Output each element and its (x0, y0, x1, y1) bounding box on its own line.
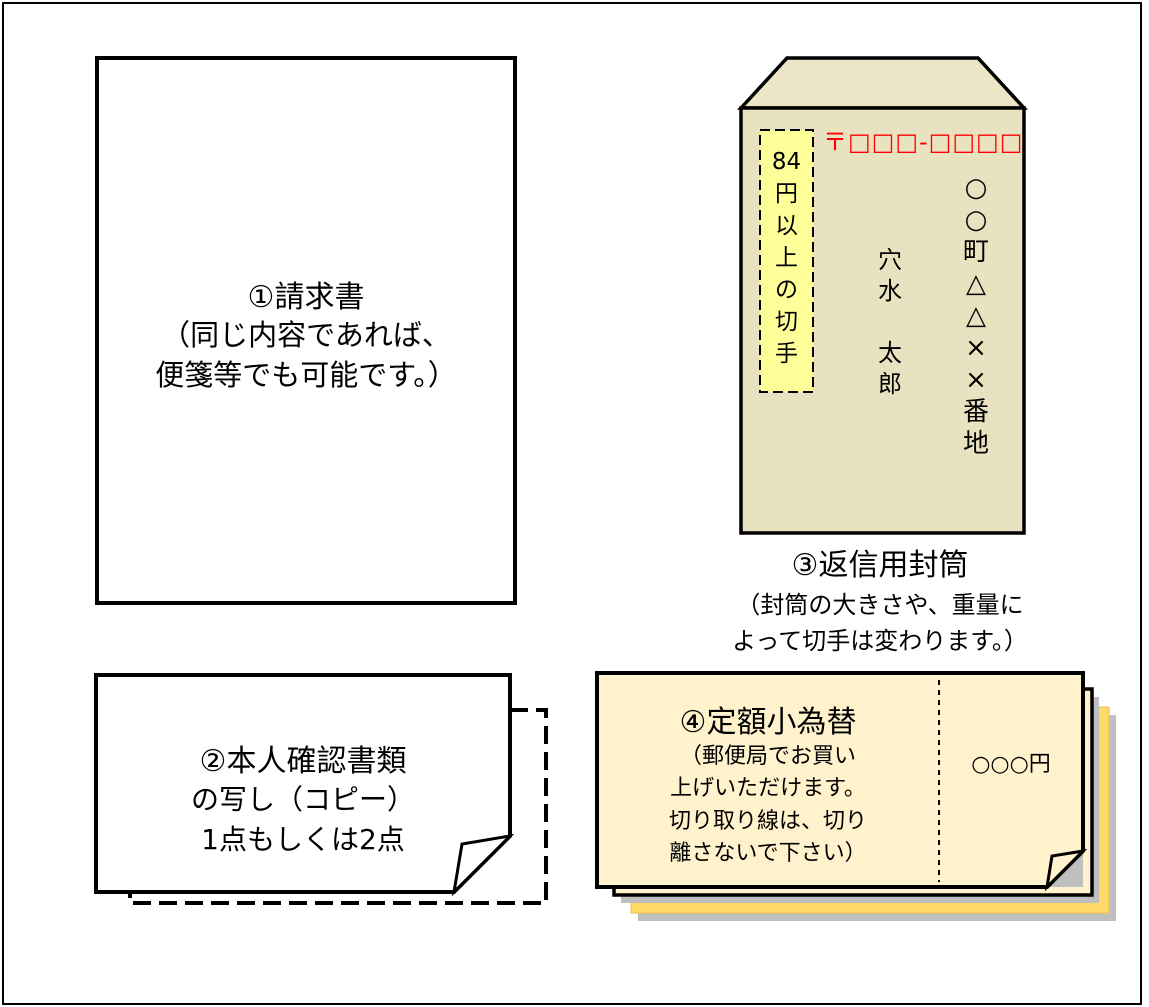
stamp-char: 上 (775, 245, 798, 271)
address-char: △ (966, 301, 986, 331)
stamp-char: 切 (775, 309, 798, 335)
envelope-postal-code: 〒□□□-□□□□ (823, 128, 1024, 156)
address-char: ○ (964, 205, 988, 235)
address-char: 町 (962, 237, 989, 267)
request-form-note-line1: （同じ内容であれば、 (161, 318, 451, 352)
envelope-flap (737, 56, 1028, 110)
stamp-label: 84 円 以 上 の 切 手 (760, 146, 813, 370)
address-char: × (965, 333, 987, 363)
envelope-note-line1: （封筒の大きさや、重量に (736, 591, 1024, 619)
recipient-name-char: 郎 (878, 370, 902, 398)
money-order-title: ④定額小為替 (679, 705, 857, 740)
recipient-name-char: 太 (878, 339, 902, 367)
money-order-amount: ○○○円 (971, 752, 1051, 777)
request-form-sheet (95, 56, 517, 605)
stamp-char: の (775, 277, 798, 303)
money-order-note-line4: 離さないで下さい） (669, 841, 867, 866)
address-char: ○ (964, 173, 988, 203)
money-order-stack (595, 671, 1116, 921)
stamp-area (759, 129, 814, 393)
address-char: 地 (962, 429, 989, 459)
stamp-char: 手 (775, 341, 798, 367)
id-copy-line3: 1点もしくは2点 (201, 823, 405, 856)
money-order-note-line2: 上げいただけます。 (670, 776, 866, 801)
money-order-note-line1: （郵便局でお買い (679, 744, 856, 769)
stamp-char: 84 (771, 149, 802, 175)
envelope-note-line2: よって切手は変わります。） (732, 627, 1028, 655)
address-char: × (965, 365, 987, 395)
recipient-name-char: 穴 (878, 246, 902, 274)
stamp-char: 円 (775, 181, 798, 207)
money-order-folded-corner (1044, 848, 1088, 892)
envelope-title: ③返信用封筒 (791, 548, 969, 583)
return-envelope (737, 56, 1028, 535)
id-copy-line2: の写し（コピー） (190, 783, 415, 816)
recipient-name-char: 水 (878, 277, 902, 305)
recipient-name: 穴 水 太 郎 (868, 245, 912, 400)
request-form-note-line2: 便箋等でも可能です。） (155, 358, 457, 392)
money-order-note-line3: 切り取り線は、切り (668, 809, 867, 834)
id-copy-line1: ②本人確認書類 (199, 744, 407, 779)
stamp-char: 以 (775, 213, 798, 239)
address-char: △ (966, 269, 986, 299)
address-char: 番 (962, 397, 989, 427)
recipient-address: ○ ○ 町 △ △ × × 番 地 (952, 172, 1000, 460)
id-copy-folded-corner (451, 833, 515, 897)
request-form-title: ①請求書 (247, 280, 365, 315)
